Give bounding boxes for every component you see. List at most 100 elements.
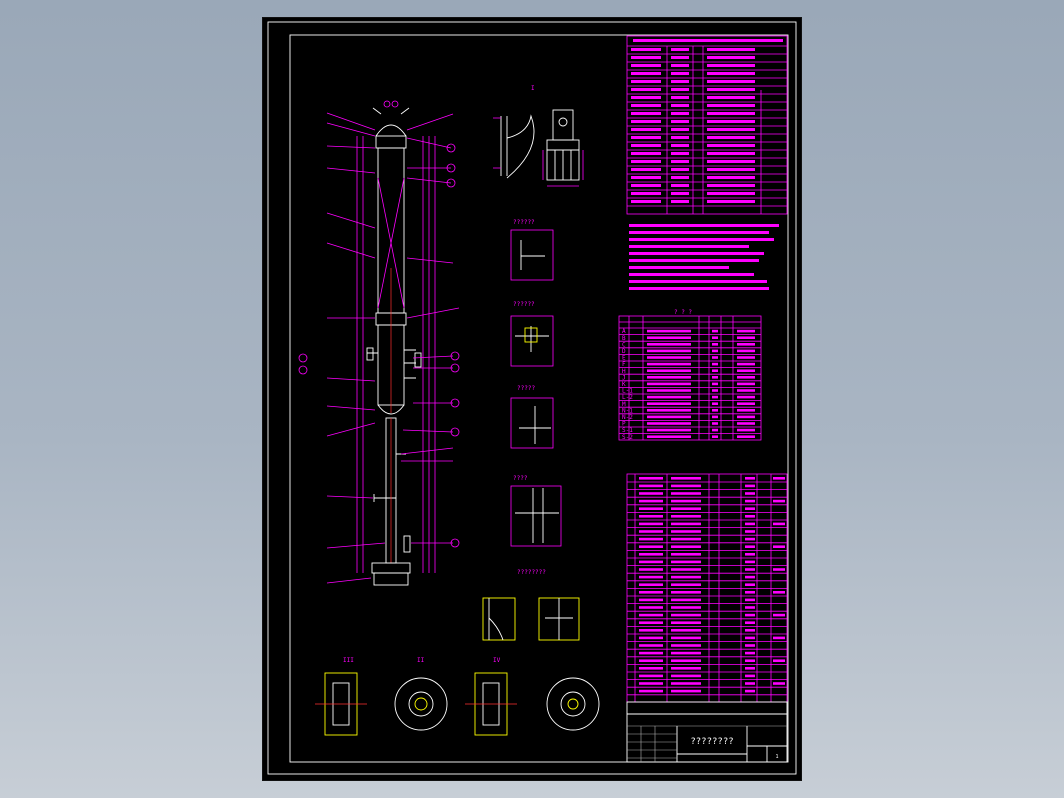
text-stroke <box>647 422 691 425</box>
text-stroke <box>737 389 755 392</box>
note-line <box>629 287 769 290</box>
text-stroke <box>671 152 689 155</box>
text-stroke <box>745 674 755 678</box>
nozzle-row-label: K <box>622 381 626 388</box>
nozzle-row-label: A <box>622 328 626 335</box>
text-stroke <box>712 395 718 399</box>
text-stroke <box>631 120 661 123</box>
label-section-a: ?????? <box>513 219 535 226</box>
text-stroke <box>631 72 661 75</box>
text-stroke <box>671 88 689 91</box>
text-stroke <box>671 136 689 139</box>
text-stroke <box>671 64 689 67</box>
text-stroke <box>671 537 701 541</box>
text-stroke <box>639 689 663 693</box>
note-line <box>629 273 754 276</box>
text-stroke <box>707 128 755 131</box>
text-stroke <box>647 362 691 366</box>
text-stroke <box>745 591 755 594</box>
title-block <box>626 701 788 763</box>
text-stroke <box>671 522 701 526</box>
text-stroke <box>639 537 663 541</box>
text-stroke <box>745 659 755 662</box>
text-stroke <box>773 545 785 548</box>
nozzle-table-title: ? ? ? <box>674 309 692 316</box>
text-stroke <box>773 682 785 685</box>
label-detail-I: I <box>531 85 535 92</box>
text-stroke <box>773 499 785 503</box>
text-stroke <box>712 369 718 372</box>
text-stroke <box>671 621 701 624</box>
text-stroke <box>737 382 755 386</box>
text-stroke <box>639 682 663 685</box>
text-stroke <box>631 56 661 59</box>
text-stroke <box>671 48 689 51</box>
nozzle-row-label: J <box>622 374 626 381</box>
text-stroke <box>671 477 701 480</box>
text-stroke <box>712 389 718 392</box>
text-stroke <box>639 575 663 579</box>
label-detail-IV: IV <box>493 657 501 664</box>
text-stroke <box>671 160 689 163</box>
text-stroke <box>712 329 718 333</box>
text-stroke <box>712 428 718 432</box>
text-stroke <box>745 568 755 571</box>
nozzle-row-label: N-1 <box>622 407 633 414</box>
text-stroke <box>745 515 755 518</box>
note-line <box>629 238 774 241</box>
text-stroke <box>647 349 691 353</box>
text-stroke <box>737 415 755 419</box>
text-stroke <box>671 507 701 510</box>
text-stroke <box>745 682 755 685</box>
text-stroke <box>647 382 691 386</box>
text-stroke <box>639 636 663 640</box>
text-stroke <box>639 545 663 548</box>
text-stroke <box>631 160 661 163</box>
text-stroke <box>647 402 691 405</box>
text-stroke <box>707 112 755 115</box>
text-stroke <box>707 136 755 139</box>
text-stroke <box>707 200 755 203</box>
text-stroke <box>631 112 661 115</box>
text-stroke <box>707 160 755 163</box>
text-stroke <box>773 477 785 480</box>
text-stroke <box>707 176 755 179</box>
text-stroke <box>639 568 663 571</box>
text-stroke <box>707 168 755 171</box>
text-stroke <box>631 80 661 83</box>
text-stroke <box>671 192 689 195</box>
text-stroke <box>639 484 663 488</box>
text-stroke <box>707 96 755 99</box>
label-detail-II: II <box>417 657 425 664</box>
text-stroke <box>631 48 661 51</box>
text-stroke <box>712 356 718 359</box>
text-stroke <box>737 362 755 366</box>
text-stroke <box>671 200 689 203</box>
text-stroke <box>639 530 663 533</box>
text-stroke <box>647 409 691 412</box>
nozzle-row-label: N-2 <box>622 414 633 421</box>
text-stroke <box>647 329 691 333</box>
text-stroke <box>671 515 701 518</box>
text-stroke <box>639 621 663 624</box>
label-detail-III: III <box>343 657 354 664</box>
text-stroke <box>671 144 689 147</box>
text-stroke <box>745 636 755 640</box>
text-stroke <box>712 415 718 419</box>
text-stroke <box>671 682 701 685</box>
text-stroke <box>671 96 689 99</box>
label-section-b: ?????? <box>513 301 535 308</box>
text-stroke <box>671 112 689 115</box>
text-stroke <box>671 484 701 488</box>
text-stroke <box>631 200 661 203</box>
text-stroke <box>712 382 718 386</box>
nozzle-row-label: B <box>622 335 626 342</box>
text-stroke <box>745 553 755 556</box>
text-stroke <box>671 644 701 647</box>
text-stroke <box>671 659 701 662</box>
drawing-title: ???????? <box>690 737 733 747</box>
text-stroke <box>707 56 755 59</box>
text-stroke <box>773 636 785 640</box>
text-stroke <box>745 537 755 541</box>
